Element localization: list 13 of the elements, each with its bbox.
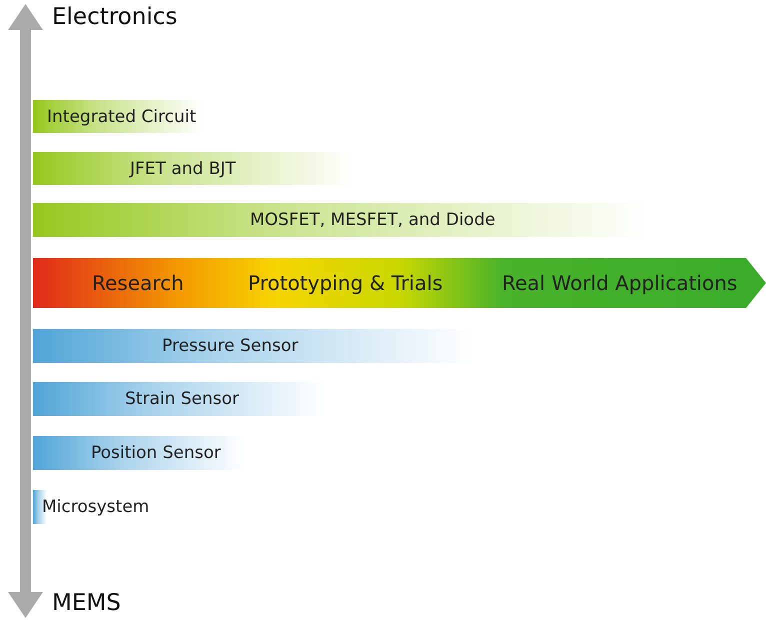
bar-label: Integrated Circuit xyxy=(47,106,196,126)
bar-label: Strain Sensor xyxy=(125,389,240,409)
stage-label: Real World Applications xyxy=(502,271,738,295)
stage-label: Research xyxy=(92,271,184,295)
axis-end-label: MEMS xyxy=(52,590,121,616)
bar-label: JFET and BJT xyxy=(130,158,236,178)
bar-label: Position Sensor xyxy=(91,443,221,463)
bar-label: MOSFET, MESFET, and Diode xyxy=(250,210,496,230)
bar-label: Pressure Sensor xyxy=(162,336,298,356)
bar-label: Microsystem xyxy=(42,497,150,517)
category-bar xyxy=(33,100,203,133)
axis-end-label: Electronics xyxy=(52,4,178,30)
stage-label: Prototyping & Trials xyxy=(248,271,443,295)
